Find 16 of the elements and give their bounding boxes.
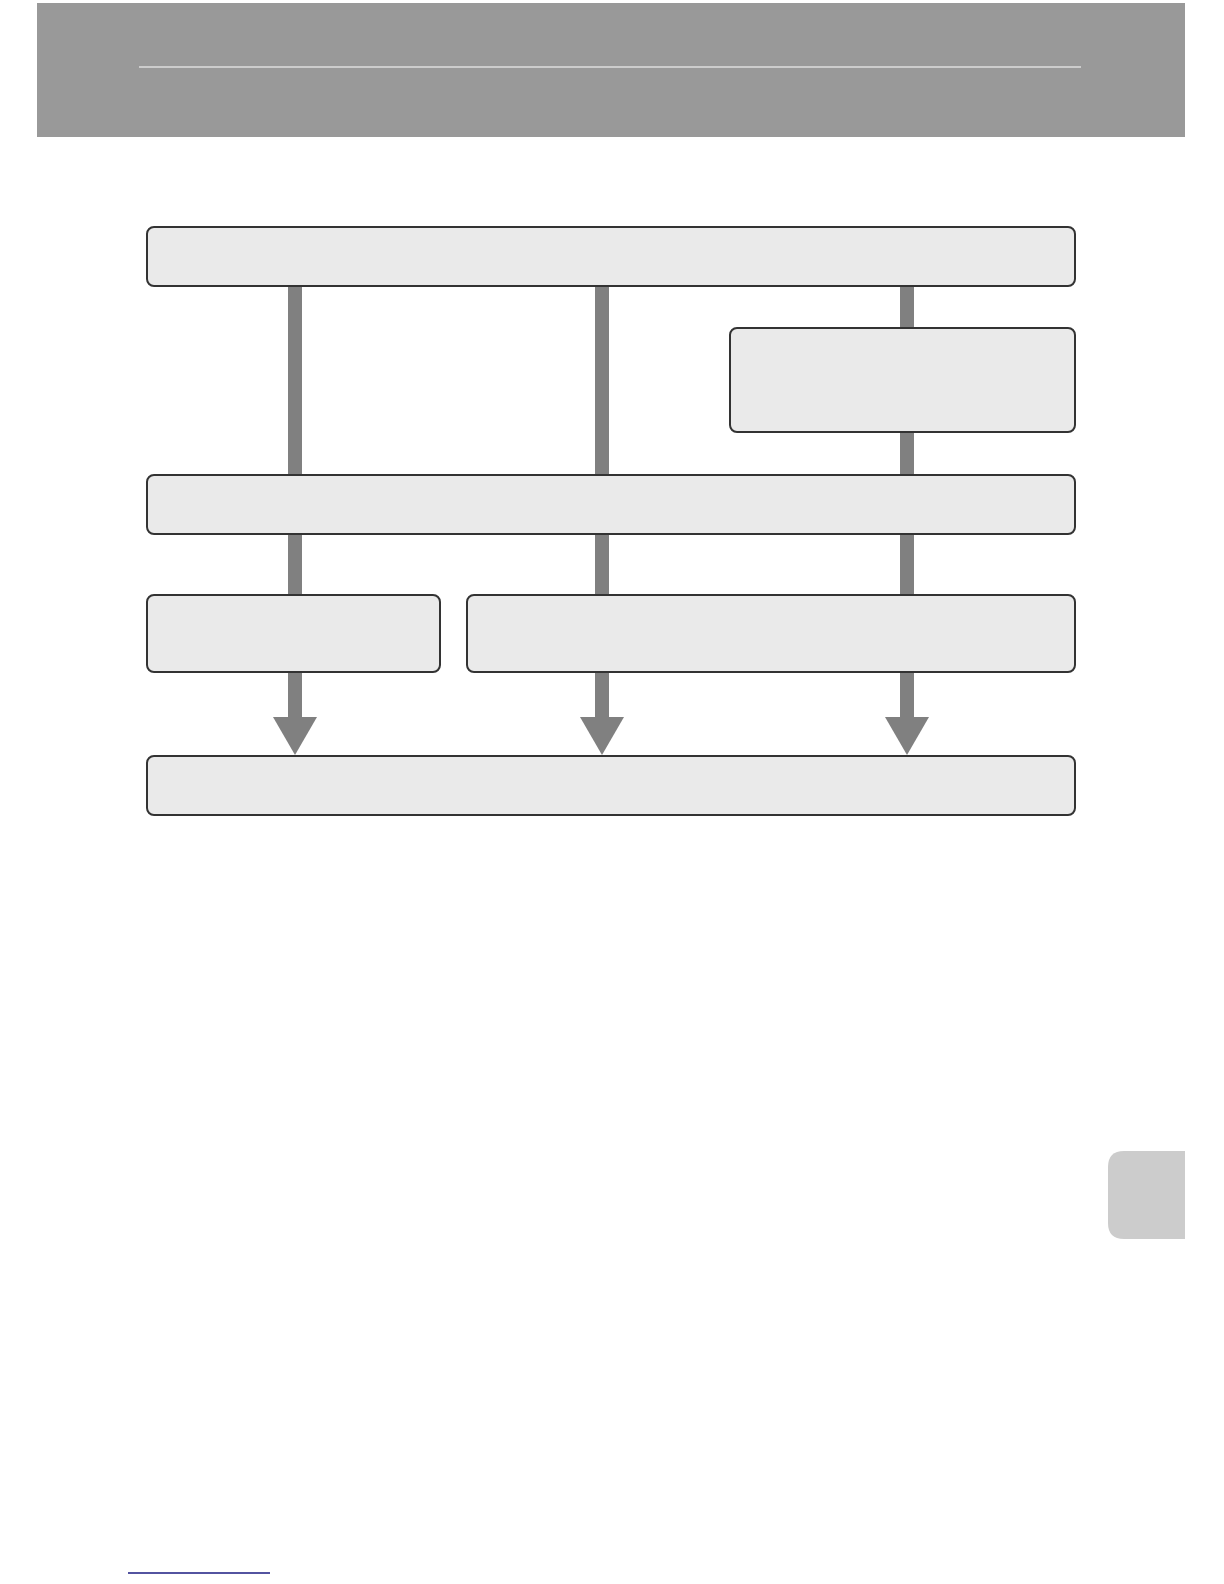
connector-bar bbox=[900, 287, 914, 327]
connector-bar bbox=[288, 535, 302, 594]
rounded-box bbox=[466, 594, 1076, 673]
connector-bar bbox=[288, 287, 302, 474]
arrow bbox=[885, 673, 929, 755]
arrow bbox=[273, 673, 317, 755]
rounded-box bbox=[729, 327, 1076, 433]
connector-bar bbox=[900, 433, 914, 474]
rounded-box bbox=[146, 594, 441, 673]
rounded-box bbox=[146, 226, 1076, 287]
arrow bbox=[580, 673, 624, 755]
connector-bar bbox=[595, 535, 609, 594]
rounded-box bbox=[146, 755, 1076, 816]
connector-bar bbox=[900, 535, 914, 594]
connector-bar bbox=[595, 287, 609, 474]
rounded-box bbox=[146, 474, 1076, 535]
